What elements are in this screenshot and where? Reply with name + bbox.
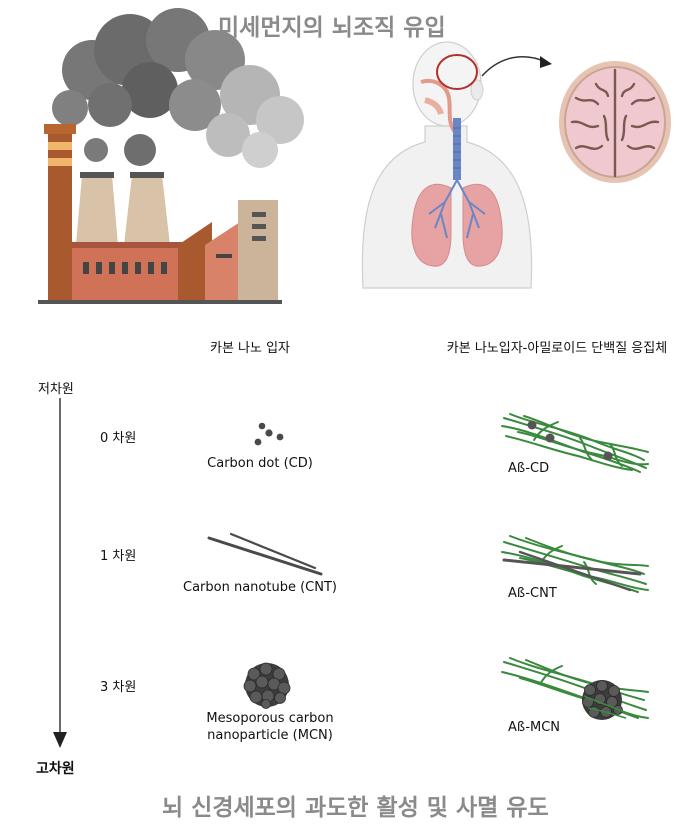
top-title: 미세먼지의 뇌조직 유입 <box>218 15 446 41</box>
mesoporous-carbon-nanoparticle <box>243 662 291 709</box>
smoke-clouds <box>52 8 304 168</box>
bottom-title: 뇌 신경세포의 과도한 활성 및 사멸 유도 <box>162 795 549 821</box>
factory-illustration <box>38 8 304 304</box>
carbon-dot-particles <box>254 422 284 446</box>
row-dimension-1: 1 차원 <box>100 549 137 564</box>
row-dimension-0: 0 차원 <box>100 431 137 446</box>
row-dimension-3: 3 차원 <box>100 680 137 695</box>
aggregate-label-cd: Aß-CD <box>508 461 550 476</box>
aggregate-label-cnt: Aß-CNT <box>508 586 557 601</box>
axis-label-high-dimension: 고차원 <box>36 761 75 777</box>
aggregate-label-mcn: Aß-MCN <box>508 720 561 735</box>
amyloid-cd-aggregate <box>501 413 649 473</box>
human-body-illustration <box>361 41 533 289</box>
brain-slice-illustration <box>559 61 671 183</box>
arrow-to-brain <box>481 55 552 77</box>
dimension-axis-arrow <box>53 398 67 748</box>
header-carbon-nanoparticle: 카본 나노 입자 <box>209 341 291 356</box>
particle-label-mcn: Mesoporous carbon nanoparticle (MCN) <box>206 711 334 743</box>
particle-label-cnt: Carbon nanotube (CNT) <box>183 580 337 595</box>
amyloid-mcn-aggregate <box>501 657 649 720</box>
carbon-nanotube <box>207 532 323 576</box>
axis-label-low-dimension: 저차원 <box>38 382 74 397</box>
particle-label-cd: Carbon dot (CD) <box>207 456 313 471</box>
amyloid-cnt-aggregate <box>501 535 649 593</box>
header-carbon-amyloid-aggregate: 카본 나노입자-아밀로이드 단백질 응집체 <box>446 341 668 356</box>
